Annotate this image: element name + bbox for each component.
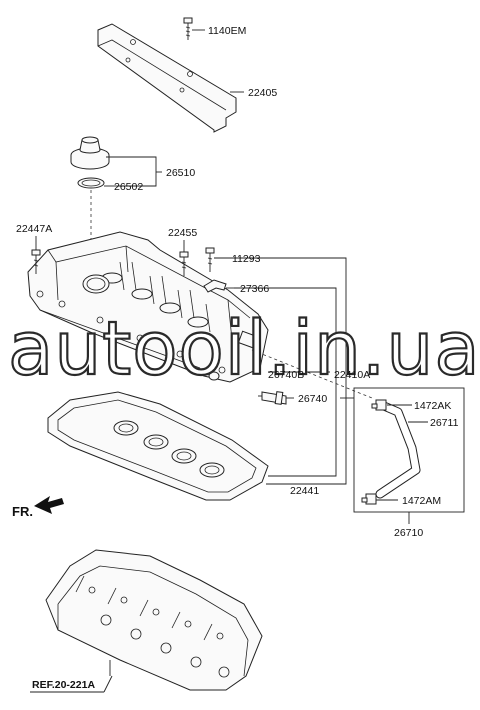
front-arrow-icon <box>34 496 64 514</box>
label-22455: 22455 <box>168 227 197 239</box>
engine-cover-part <box>97 23 237 133</box>
leader-lines <box>35 29 428 676</box>
reference-pointer <box>103 675 113 693</box>
label-11293: 11293 <box>232 253 261 265</box>
label-26502: 26502 <box>114 181 143 193</box>
bolt-22455 <box>179 251 189 276</box>
reference-label: REF.20-221A <box>32 679 95 691</box>
cylinder-head <box>45 549 263 691</box>
label-26710: 26710 <box>394 527 423 539</box>
watermark: autooil.in.ua <box>8 306 480 392</box>
bracket-27366 <box>203 279 227 293</box>
breather-hose <box>375 401 421 499</box>
label-22405: 22405 <box>248 87 277 99</box>
label-26740b: 26740B <box>268 369 304 381</box>
label-1140em: 1140EM <box>208 25 246 37</box>
spark-plug-gaskets <box>113 420 225 478</box>
label-22441: 22441 <box>290 485 319 497</box>
bolt-1140em <box>183 17 193 40</box>
pcv-valve <box>258 391 287 405</box>
label-26510: 26510 <box>166 167 195 179</box>
front-marker: FR. <box>12 504 33 519</box>
label-22447a: 22447A <box>16 223 52 235</box>
label-1472am: 1472AM <box>402 495 441 507</box>
bolt-11293 <box>205 247 215 272</box>
hose-clamp-1472ak <box>371 399 387 411</box>
cylinder-head-cover <box>27 231 269 383</box>
label-27366: 27366 <box>240 283 269 295</box>
label-26740: 26740 <box>298 393 327 405</box>
label-26711: 26711 <box>430 417 459 429</box>
oil-cap-gasket <box>77 177 105 189</box>
label-22410a: 22410A <box>334 369 370 381</box>
oil-filler-cap <box>70 136 110 170</box>
hose-clamp-1472am <box>361 493 377 505</box>
label-1472ak: 1472AK <box>414 400 451 412</box>
